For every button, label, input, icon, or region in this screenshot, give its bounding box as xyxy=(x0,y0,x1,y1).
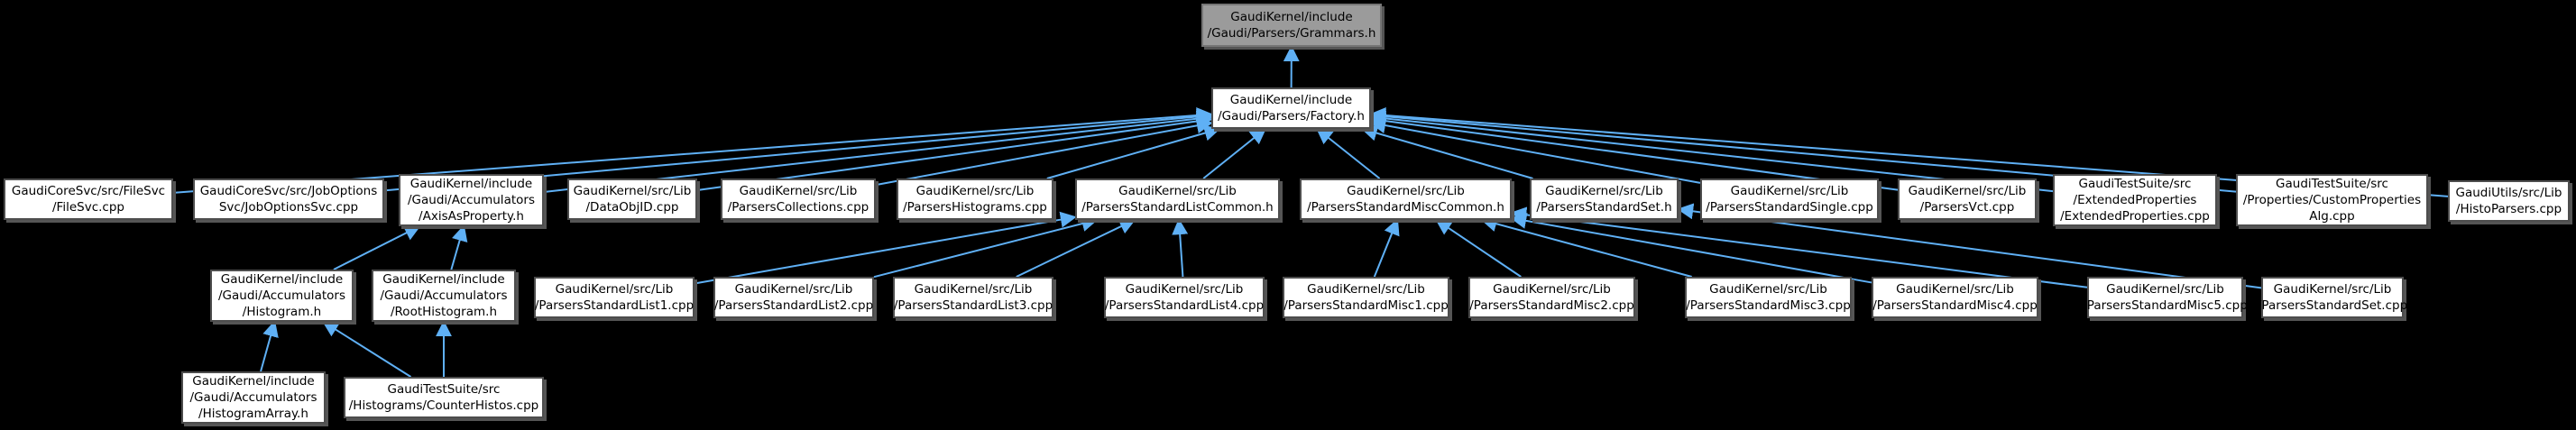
dependency-edge xyxy=(260,320,279,372)
dependency-edge xyxy=(1373,218,1400,278)
dependency-edge xyxy=(1202,127,1267,179)
dependency-edge xyxy=(873,215,1099,279)
node-parsersstandardlist4-cpp[interactable]: GaudiKernel/src/Lib /ParsersStandardList… xyxy=(1104,277,1265,318)
node-parsersstandardlist3-cpp[interactable]: GaudiKernel/src/Lib /ParsersStandardList… xyxy=(893,277,1053,318)
dependency-edge xyxy=(1369,117,1701,184)
dependency-edge xyxy=(333,225,421,270)
dependency-edge xyxy=(1360,124,1533,179)
node-parsersstandardmisc4-cpp[interactable]: GaudiKernel/src/Lib /ParsersStandardMisc… xyxy=(1872,277,2038,318)
dependency-edge xyxy=(875,117,1213,187)
node-parsersstandardsingle-cpp[interactable]: GaudiKernel/src/Lib /ParsersStandardSing… xyxy=(1700,178,1879,220)
node-parsersstandardmisccommon-h[interactable]: GaudiKernel/src/Lib /ParsersStandardMisc… xyxy=(1300,178,1512,220)
dependency-edge xyxy=(1316,127,1381,179)
dependency-edge xyxy=(696,113,1213,192)
node-factory-h[interactable]: GaudiKernel/include /Gaudi/Parsers/Facto… xyxy=(1211,87,1371,129)
dependency-edge xyxy=(694,211,1077,285)
dependency-edge xyxy=(322,321,411,378)
node-joboptionssvc-cpp[interactable]: GaudiCoreSvc/src/JobOptions Svc/JobOptio… xyxy=(193,178,384,220)
node-parserscollections-cpp[interactable]: GaudiKernel/src/Lib /ParsersCollections.… xyxy=(721,178,876,220)
dependency-edge xyxy=(1480,215,1692,278)
node-parsersstandardset-h[interactable]: GaudiKernel/src/Lib /ParsersStandardSet.… xyxy=(1530,178,1679,220)
node-parsersstandardmisc1-cpp[interactable]: GaudiKernel/src/Lib /ParsersStandardMisc… xyxy=(1283,277,1449,318)
node-parsersstandardmisc2-cpp[interactable]: GaudiKernel/src/Lib /ParsersStandardMisc… xyxy=(1468,277,1635,318)
node-parsersstandardmisc5-cpp[interactable]: GaudiKernel/src/Lib /ParsersStandardMisc… xyxy=(2083,277,2248,318)
node-extendedproperties-cpp[interactable]: GaudiTestSuite/src /ExtendedProperties /… xyxy=(2053,174,2217,226)
node-roothistogram-h[interactable]: GaudiKernel/include /Gaudi/Accumulators … xyxy=(372,270,516,322)
node-histogramarray-h[interactable]: GaudiKernel/include /Gaudi/Accumulators … xyxy=(181,371,326,424)
node-parsersvct-cpp[interactable]: GaudiKernel/src/Lib /ParsersVct.cpp xyxy=(1898,178,2037,220)
node-filesvc-cpp[interactable]: GaudiCoreSvc/src/FileSvc /FileSvc.cpp xyxy=(4,178,173,220)
dependency-edge xyxy=(1369,113,1899,191)
node-custompropertiesalg-cpp[interactable]: GaudiTestSuite/src /Properties/CustomPro… xyxy=(2236,174,2428,226)
node-parsersstandardlist2-cpp[interactable]: GaudiKernel/src/Lib /ParsersStandardList… xyxy=(713,277,874,318)
node-parsersstandardlistcommon-h[interactable]: GaudiKernel/src/Lib /ParsersStandardList… xyxy=(1075,178,1280,220)
node-histoparsers-cpp[interactable]: GaudiUtils/src/Lib /HistoParsers.cpp xyxy=(2448,180,2570,222)
node-parsersstandardset-cpp[interactable]: GaudiKernel/src/Lib /ParsersStandardSet.… xyxy=(2258,277,2407,318)
dependency-edge xyxy=(450,224,468,270)
node-grammars-h[interactable]: GaudiKernel/include /Gaudi/Parsers/Gramm… xyxy=(1201,4,1382,47)
dependency-edge xyxy=(1510,206,2088,288)
dependency-edge xyxy=(1435,218,1522,278)
dependency-edge xyxy=(1046,124,1221,179)
node-parsershistograms-cpp[interactable]: GaudiKernel/src/Lib /ParsersHistograms.c… xyxy=(897,178,1053,220)
node-parsersstandardlist1-cpp[interactable]: GaudiKernel/src/Lib /ParsersStandardList… xyxy=(534,277,695,318)
dependency-edge xyxy=(1172,218,1189,278)
node-parsersstandardmisc3-cpp[interactable]: GaudiKernel/src/Lib /ParsersStandardMisc… xyxy=(1685,277,1852,318)
node-counterhistos-cpp[interactable]: GaudiTestSuite/src /Histograms/CounterHi… xyxy=(344,377,544,418)
dependency-edge xyxy=(1677,203,2262,289)
node-axisasproperty-h[interactable]: GaudiKernel/include /Gaudi/Accumulators … xyxy=(399,174,544,226)
dependency-edge xyxy=(1510,213,1872,284)
dependency-edge xyxy=(1016,218,1136,278)
node-histogram-h[interactable]: GaudiKernel/include /Gaudi/Accumulators … xyxy=(210,270,354,322)
node-dataobjid-cpp[interactable]: GaudiKernel/src/Lib /DataObjID.cpp xyxy=(567,178,697,220)
